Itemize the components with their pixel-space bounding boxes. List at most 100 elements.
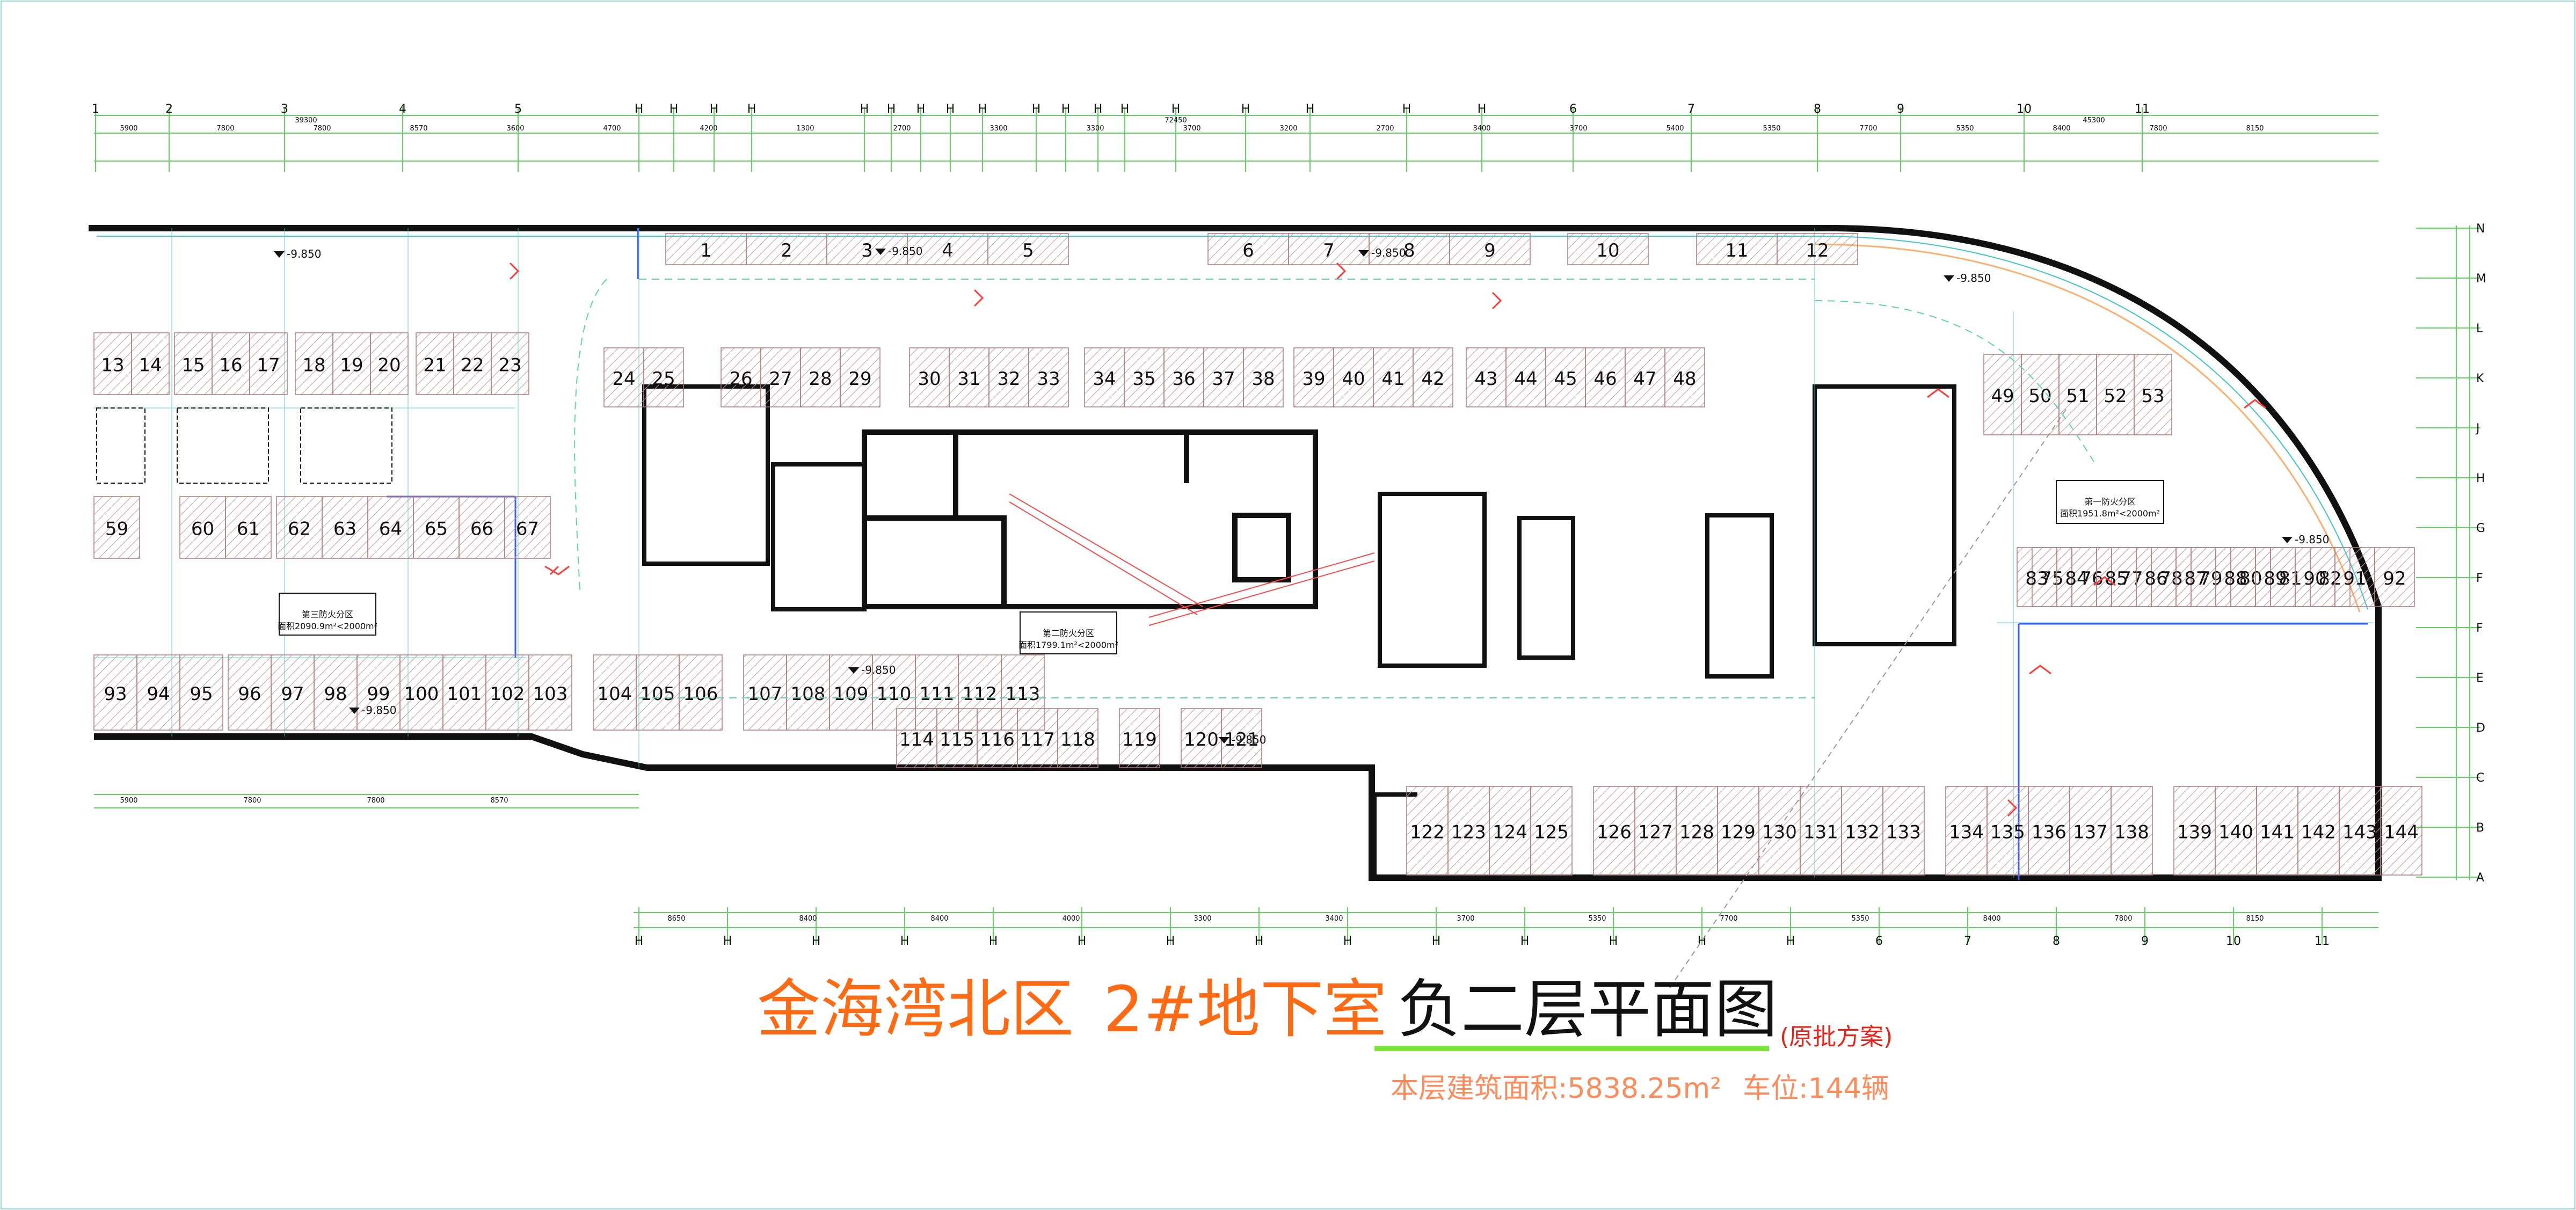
stall-number: 140 bbox=[2218, 822, 2253, 843]
stall-number: 41 bbox=[1381, 368, 1405, 390]
stall-number: 36 bbox=[1172, 368, 1195, 390]
stall-outline bbox=[356, 654, 401, 731]
stall-number: 17 bbox=[257, 355, 280, 376]
stall-number: 18 bbox=[302, 355, 325, 376]
stall-outline bbox=[1057, 708, 1098, 768]
stall-number: 135 bbox=[1990, 822, 2025, 843]
stall-number: 126 bbox=[1597, 822, 1632, 843]
axis-label: 7 bbox=[1687, 103, 1695, 116]
stall-number: 12 bbox=[1806, 240, 1829, 261]
stall-number: 44 bbox=[1514, 368, 1537, 390]
stall-outline bbox=[367, 496, 414, 559]
axis-label: H bbox=[1343, 935, 1352, 948]
parking-stall: 87 bbox=[2175, 547, 2216, 607]
elevation-value: -9.850 bbox=[888, 245, 922, 258]
stall-outline bbox=[2028, 786, 2070, 876]
parking-stall: 17 bbox=[249, 332, 288, 395]
stall-number: 11 bbox=[1725, 240, 1748, 261]
stall-number: 123 bbox=[1451, 822, 1486, 843]
parking-stall: 46 bbox=[1585, 347, 1626, 407]
stall-number: 35 bbox=[1132, 368, 1155, 390]
stall-outline bbox=[2339, 786, 2381, 876]
parking-stall: 104 bbox=[593, 654, 637, 731]
stall-outline bbox=[1084, 347, 1125, 407]
overall-dimension: 72450 bbox=[1165, 116, 1187, 125]
dimension-value: 5400 bbox=[1666, 125, 1684, 133]
stall-number: 29 bbox=[848, 368, 871, 390]
stall-outline bbox=[2380, 786, 2422, 876]
axis-label: H bbox=[916, 103, 926, 116]
stall-outline bbox=[228, 654, 272, 731]
stall-number: 49 bbox=[1991, 385, 2014, 407]
parking-stall: 116 bbox=[977, 708, 1018, 768]
axis-label: H bbox=[723, 935, 732, 948]
stall-outline bbox=[2173, 786, 2216, 876]
parking-stall: 30 bbox=[909, 347, 950, 407]
axis-label: H bbox=[900, 935, 909, 948]
parking-stall: 61 bbox=[225, 496, 272, 559]
stall-outline bbox=[1466, 347, 1507, 407]
stall-number: 14 bbox=[139, 355, 162, 376]
stall-number: 86 bbox=[2144, 568, 2167, 589]
parking-stall: 39 bbox=[1293, 347, 1334, 407]
dimension-value: 4200 bbox=[700, 125, 717, 133]
dimension-value: 3700 bbox=[1569, 125, 1587, 133]
stall-number: 119 bbox=[1122, 729, 1157, 750]
stall-number: 2 bbox=[781, 240, 792, 261]
zone-label-line: 面积2090.9m²<2000m² bbox=[278, 621, 377, 631]
stall-outline bbox=[2215, 786, 2257, 876]
stall-number: 45 bbox=[1554, 368, 1577, 390]
axis-label: H bbox=[1402, 103, 1411, 116]
stall-outline bbox=[528, 654, 572, 731]
parking-stall: 102 bbox=[485, 654, 529, 731]
overall-dimension: 39300 bbox=[295, 116, 317, 125]
stall-number: 121 bbox=[1224, 729, 1259, 750]
parking-stall: 126 bbox=[1593, 786, 1635, 876]
stall-number: 98 bbox=[324, 683, 347, 705]
parking-stall: 64 bbox=[367, 496, 414, 559]
stall-number: 110 bbox=[877, 683, 912, 705]
stall-number: 96 bbox=[238, 683, 261, 705]
stall-number: 89 bbox=[2264, 568, 2287, 589]
stall-outline bbox=[1983, 354, 2022, 435]
dimension-value: 5350 bbox=[1956, 125, 1974, 133]
axis-label: H bbox=[1255, 935, 1264, 948]
elevation-value: -9.850 bbox=[287, 247, 321, 260]
elevation-value: -9.850 bbox=[861, 664, 896, 676]
parking-stall: 47 bbox=[1625, 347, 1665, 407]
parking-stall: 108 bbox=[786, 654, 830, 731]
stall-number: 138 bbox=[2114, 822, 2149, 843]
parking-stall: 32 bbox=[988, 347, 1029, 407]
parking-stall: 123 bbox=[1447, 786, 1490, 876]
elevation-marker: -9.850 bbox=[1358, 246, 1406, 259]
stall-number: 97 bbox=[281, 683, 304, 705]
stall-outline bbox=[485, 654, 529, 731]
axis-label: H bbox=[1166, 935, 1175, 948]
axis-label: L bbox=[2476, 322, 2483, 336]
stall-outline bbox=[1758, 786, 1801, 876]
parking-stall: 24 bbox=[603, 347, 644, 407]
dimension-value: 7800 bbox=[243, 797, 261, 805]
parking-stall: 101 bbox=[442, 654, 486, 731]
stall-outline bbox=[93, 654, 137, 731]
wall-orange-line bbox=[1814, 243, 2361, 613]
parking-stall: 131 bbox=[1800, 786, 1842, 876]
stall-outline bbox=[826, 233, 908, 265]
stall-number: 127 bbox=[1638, 822, 1673, 843]
parking-stall: 38 bbox=[1243, 347, 1284, 407]
stall-outline bbox=[314, 654, 358, 731]
stall-outline bbox=[1243, 347, 1284, 407]
stall-number: 102 bbox=[490, 683, 525, 705]
right-dimension-lines bbox=[2456, 225, 2470, 880]
stall-outline bbox=[453, 332, 492, 395]
stall-outline bbox=[1505, 347, 1546, 407]
stall-number: 31 bbox=[957, 368, 980, 390]
stall-outline bbox=[249, 332, 288, 395]
parking-stall: 99 bbox=[356, 654, 401, 731]
parking-stall: 122 bbox=[1406, 786, 1449, 876]
dimension-value: 8400 bbox=[1983, 915, 2000, 923]
parking-stall: 88 bbox=[2215, 547, 2256, 607]
